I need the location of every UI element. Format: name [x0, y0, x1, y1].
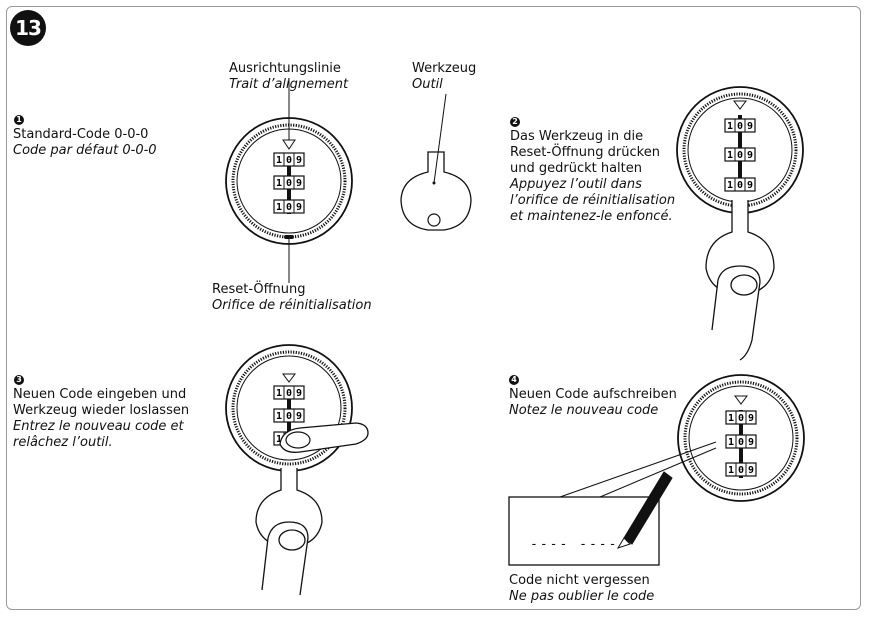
footer-fr: Ne pas oublier le code — [509, 589, 655, 604]
step-3-fr-line-2: relâchez l’outil. — [13, 435, 113, 450]
step-3-fr-line-1: Entrez le nouveau code et — [13, 419, 184, 434]
note-placeholder: ---- ---- — [530, 537, 618, 552]
step-2-text: Das Werkzeug in die Reset-Öffnung drücke… — [510, 129, 675, 225]
step-2-number: 2 — [510, 117, 520, 127]
lock-4 — [677, 374, 805, 502]
step-2-de-line-1: Das Werkzeug in die — [510, 129, 644, 144]
lock-3 — [225, 344, 369, 596]
lock-2 — [676, 86, 804, 361]
tool-label: Werkzeug Outil — [412, 61, 476, 93]
reset-label-de: Reset-Öffnung — [212, 282, 306, 297]
step-1-de-line: Standard-Code 0-0-0 — [13, 127, 149, 142]
step-4-de-line: Neuen Code aufschreiben — [509, 387, 677, 402]
reset-label: Reset-Öffnung Orifice de réinitialisatio… — [212, 282, 372, 314]
step-badge: 13 — [10, 10, 46, 46]
step-2-de-line-2: Reset-Öffnung drücken — [510, 145, 660, 160]
tool-label-de: Werkzeug — [412, 61, 477, 76]
step-3-number: 3 — [14, 375, 24, 385]
alignment-label-de: Ausrichtungslinie — [229, 61, 341, 76]
step-3-text: Neuen Code eingeben und Werkzeug wieder … — [13, 387, 189, 451]
instruction-frame — [6, 6, 861, 610]
tool-icon — [400, 93, 472, 231]
step-4-number: 4 — [509, 375, 519, 385]
step-1-text: Standard-Code 0-0-0 Code par défaut 0-0-… — [13, 127, 157, 159]
footer-de: Code nicht vergessen — [509, 573, 650, 588]
step-2-fr-line-3: et maintenez-le enfoncé. — [510, 209, 673, 224]
step-3-de-line-2: Werkzeug wieder loslassen — [13, 403, 190, 418]
step-2-de-line-3: und gedrückt halten — [510, 161, 643, 176]
footer-text: Code nicht vergessen Ne pas oublier le c… — [509, 573, 654, 605]
step-2-fr-line-1: Appuyez l’outil dans — [510, 177, 642, 192]
step-3-de-line-1: Neuen Code eingeben und — [13, 387, 187, 402]
step-4-fr-line: Notez le nouveau code — [509, 403, 659, 418]
step-1-fr-line: Code par défaut 0-0-0 — [13, 143, 157, 158]
tool-label-fr: Outil — [412, 77, 443, 92]
note-card: ---- ---- — [508, 441, 717, 566]
step-1-number: 1 — [14, 115, 24, 125]
reset-label-fr: Orifice de réinitialisation — [212, 298, 372, 313]
step-2-fr-line-2: l’orifice de réinitialisation — [510, 193, 676, 208]
step-4-text: Neuen Code aufschreiben Notez le nouveau… — [509, 387, 677, 419]
